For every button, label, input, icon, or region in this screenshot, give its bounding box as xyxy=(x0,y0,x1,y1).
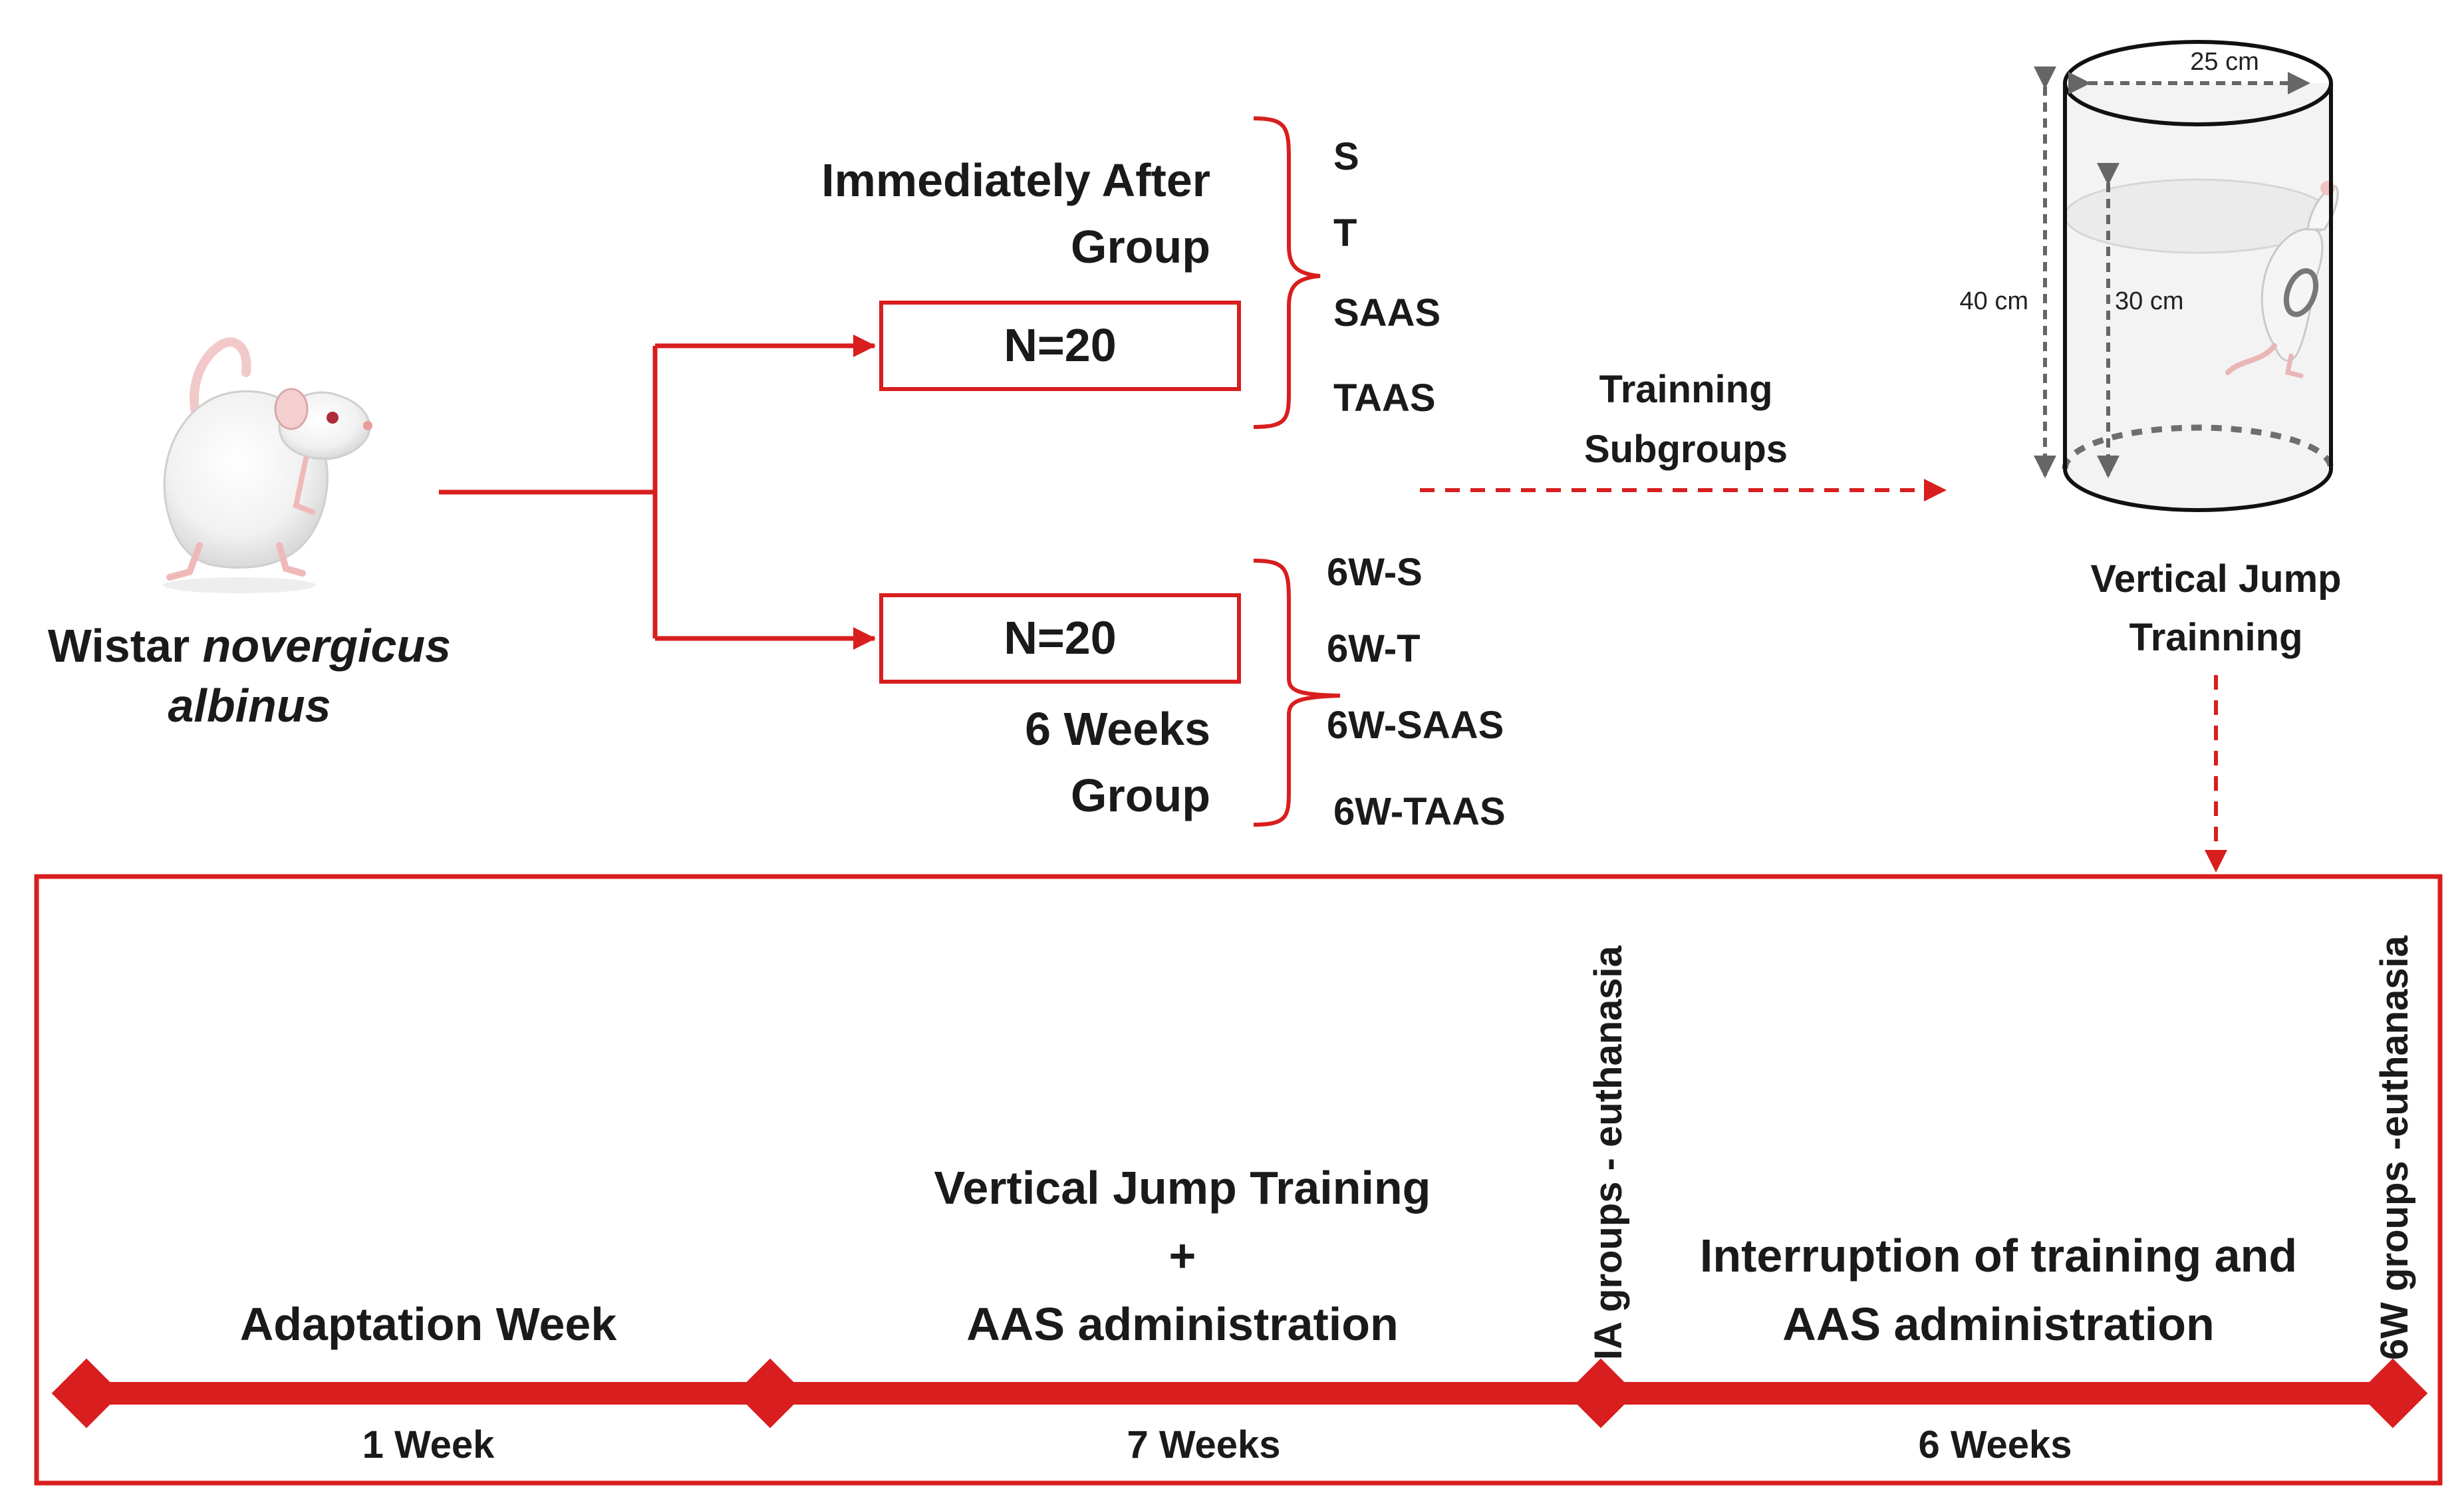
diameter-label: 25 cm xyxy=(2190,48,2259,76)
subgroup-label: T xyxy=(1333,211,1357,255)
subgroups-caption-line2: Subgroups xyxy=(1584,428,1788,471)
subgroup-label: 6W-SAAS xyxy=(1327,704,1504,747)
group-title-immediate-line2: Group xyxy=(1071,221,1210,273)
phase-duration: 6 Weeks xyxy=(1918,1423,2072,1466)
n-box-6weeks xyxy=(879,593,1241,684)
apparatus-caption-line1: Vertical Jump xyxy=(2090,557,2341,601)
timeline-milestone-marker xyxy=(1566,1358,1636,1429)
group-title-6weeks-line2: Group xyxy=(1071,769,1210,821)
phase-title: + xyxy=(1169,1230,1196,1282)
phase-duration: 1 Week xyxy=(362,1423,495,1466)
phase-duration: 7 Weeks xyxy=(1127,1423,1280,1466)
phase-title: AAS administration xyxy=(966,1298,1399,1350)
subgroups-caption-line1: Trainning xyxy=(1599,368,1773,411)
timeline-milestone-marker xyxy=(735,1358,805,1429)
n-box-immediate xyxy=(879,301,1241,391)
milestone-label-6w: 6W groups -euthanasia xyxy=(2373,935,2416,1360)
timeline-milestone-marker xyxy=(2358,1358,2428,1429)
subject-label-italic-1: novergicus xyxy=(203,620,451,672)
timeline-milestone-marker xyxy=(51,1358,122,1429)
brace-6weeks xyxy=(1253,559,1341,827)
rat-image xyxy=(163,337,372,593)
subgroup-label: 6W-S xyxy=(1327,551,1423,594)
brace-immediate xyxy=(1253,116,1321,429)
subgroup-label: 6W-TAAS xyxy=(1333,790,1506,833)
group-title-immediate-line1: Immediately After xyxy=(821,154,1210,206)
branch-connector xyxy=(439,335,876,650)
n-label-6weeks: N=20 xyxy=(1004,612,1116,664)
phase-title: Adaptation Week xyxy=(240,1298,617,1350)
subgroup-label: S xyxy=(1333,135,1359,178)
group-title-6weeks-line1: 6 Weeks xyxy=(1025,703,1210,755)
cylinder-jump-apparatus xyxy=(2034,40,2339,512)
phase-title: Interruption of training and xyxy=(1700,1230,2297,1282)
target-height-label: 30 cm xyxy=(2115,287,2183,315)
apparatus-caption-line2: Trainning xyxy=(2129,616,2303,659)
subgroup-label: SAAS xyxy=(1333,291,1440,335)
milestone-label-ia: IA groups - euthanasia xyxy=(1587,945,1630,1360)
subgroup-label: TAAS xyxy=(1333,376,1436,420)
phase-title: AAS administration xyxy=(1782,1298,2215,1350)
subgroup-label: 6W-T xyxy=(1327,627,1421,670)
subject-label: Wistar novergicus xyxy=(48,620,451,672)
total-height-label: 40 cm xyxy=(1960,287,2028,315)
subject-label-line2: albinus xyxy=(168,680,331,732)
n-label-immediate: N=20 xyxy=(1004,319,1116,371)
phase-title: Vertical Jump Training xyxy=(934,1162,1431,1214)
